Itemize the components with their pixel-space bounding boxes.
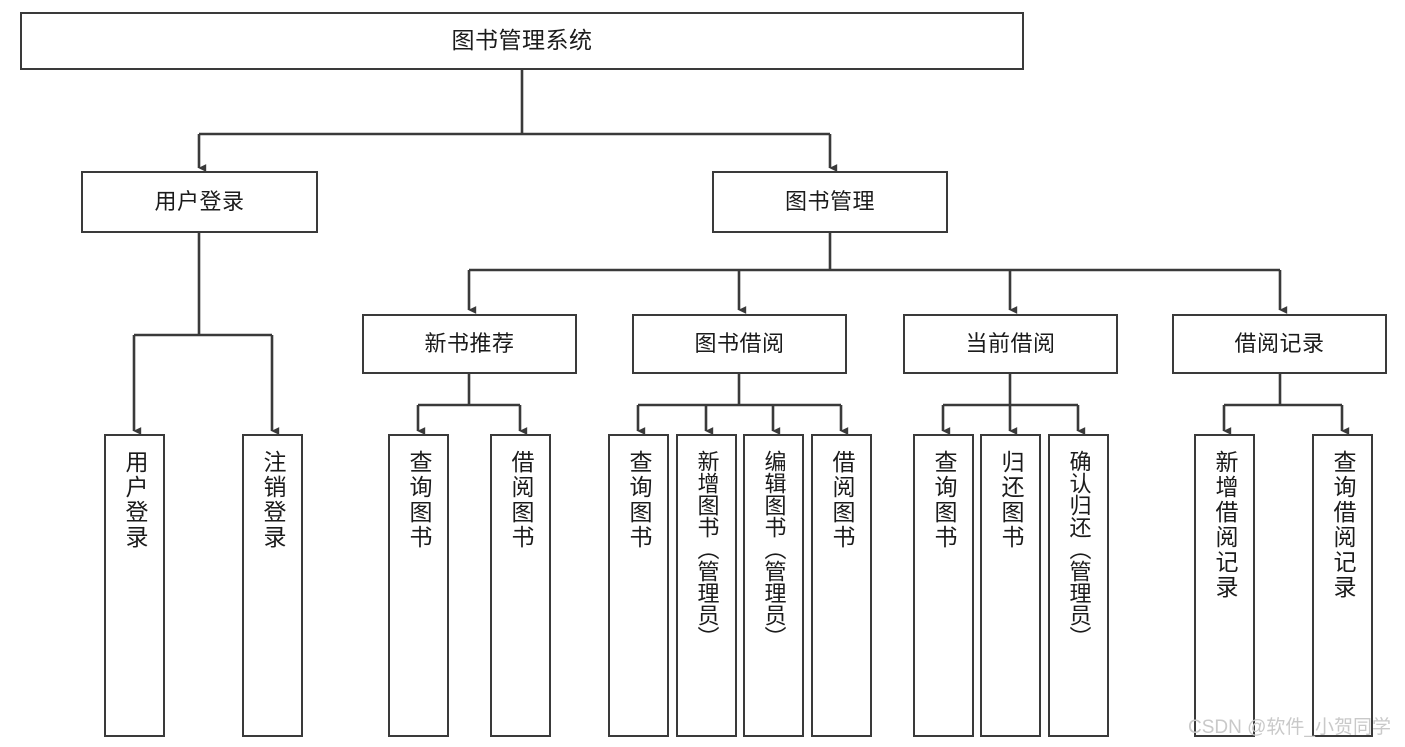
node-leaf-query-book-bb[interactable]: 查询图书 [608, 434, 669, 737]
node-leaf-confirm-return-admin[interactable]: 确认归还（管理员） [1048, 434, 1109, 737]
node-label: 图书借阅 [694, 330, 785, 356]
node-label: 确认归还（管理员） [1066, 450, 1092, 648]
node-leaf-user-login[interactable]: 用户登录 [104, 434, 165, 737]
node-label: 借阅图书 [508, 450, 534, 550]
node-label: 新书推荐 [424, 330, 515, 356]
node-label: 编辑图书（管理员） [761, 450, 787, 648]
node-root-book-management-system[interactable]: 图书管理系统 [20, 12, 1024, 70]
node-label: 新增图书（管理员） [694, 450, 720, 648]
node-leaf-borrow-book-nb[interactable]: 借阅图书 [490, 434, 551, 737]
node-leaf-add-book-admin[interactable]: 新增图书（管理员） [676, 434, 737, 737]
node-current-borrow[interactable]: 当前借阅 [903, 314, 1118, 374]
node-leaf-query-borrow-record[interactable]: 查询借阅记录 [1312, 434, 1373, 737]
node-leaf-add-borrow-record[interactable]: 新增借阅记录 [1194, 434, 1255, 737]
node-label: 新增借阅记录 [1212, 450, 1238, 600]
node-leaf-query-book-cb[interactable]: 查询图书 [913, 434, 974, 737]
node-leaf-logout[interactable]: 注销登录 [242, 434, 303, 737]
node-label: 图书管理系统 [451, 27, 593, 54]
node-label: 用户登录 [154, 188, 245, 214]
node-label: 图书管理 [784, 188, 875, 214]
csdn-watermark: CSDN @软件_小贺同学 [1188, 717, 1391, 738]
node-label: 注销登录 [260, 450, 286, 550]
node-label: 查询图书 [406, 450, 432, 550]
node-label: 用户登录 [122, 450, 148, 550]
node-user-login[interactable]: 用户登录 [81, 171, 318, 233]
node-label: 借阅图书 [829, 450, 855, 550]
node-book-management[interactable]: 图书管理 [712, 171, 948, 233]
node-leaf-edit-book-admin[interactable]: 编辑图书（管理员） [743, 434, 804, 737]
node-new-book-recommend[interactable]: 新书推荐 [362, 314, 577, 374]
node-label: 查询图书 [626, 450, 652, 550]
node-book-borrow[interactable]: 图书借阅 [632, 314, 847, 374]
node-leaf-borrow-book-bb[interactable]: 借阅图书 [811, 434, 872, 737]
node-leaf-query-book-nb[interactable]: 查询图书 [388, 434, 449, 737]
node-label: 查询借阅记录 [1330, 450, 1356, 600]
node-label: 查询图书 [931, 450, 957, 550]
node-leaf-return-book[interactable]: 归还图书 [980, 434, 1041, 737]
node-borrow-record[interactable]: 借阅记录 [1172, 314, 1387, 374]
node-label: 归还图书 [998, 450, 1024, 550]
node-label: 借阅记录 [1234, 330, 1325, 356]
node-label: 当前借阅 [965, 330, 1056, 356]
